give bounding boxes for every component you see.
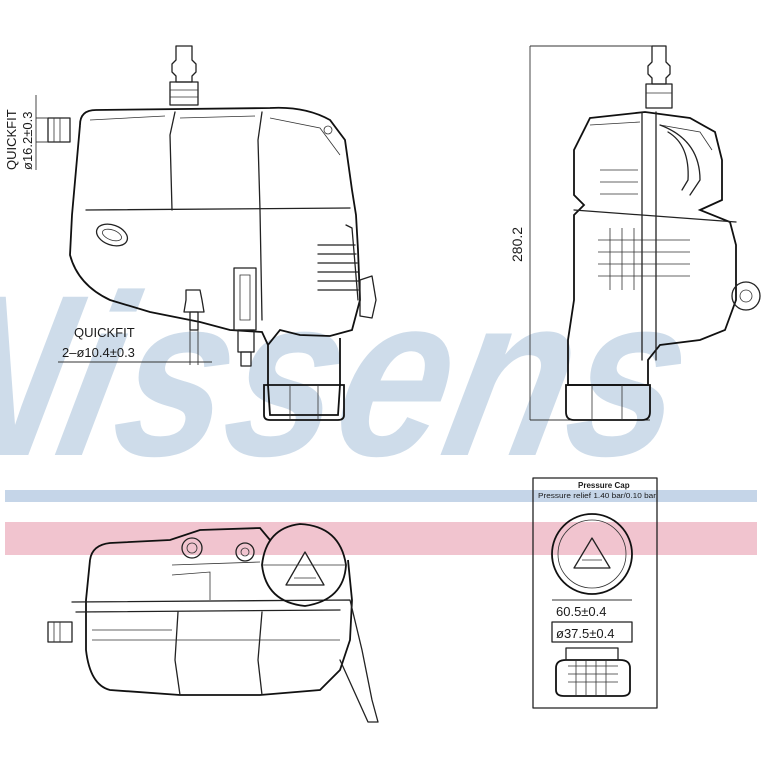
quickfit-top-value: ø16.2±0.3 <box>20 112 35 170</box>
quickfit-side-annotation: QUICKFIT 2–ø10.4±0.3 <box>58 325 212 365</box>
pressure-cap-detail: Pressure Cap Pressure relief 1.40 bar/0.… <box>532 477 658 709</box>
quickfit-side-title: QUICKFIT <box>74 325 135 340</box>
tank-front-view <box>47 45 377 421</box>
cap-detail-frame <box>532 477 658 709</box>
cap-outer-dimension: 60.5±0.4 <box>556 604 607 619</box>
cap-subtitle: Pressure relief 1.40 bar/0.10 bar <box>538 493 657 500</box>
tank-side-view: 280.2 <box>509 45 761 421</box>
cap-title: Pressure Cap <box>578 481 630 490</box>
quickfit-side-value: 2–ø10.4±0.3 <box>62 345 135 360</box>
red-band <box>5 522 757 555</box>
cap-inner-dimension: ø37.5±0.4 <box>556 626 614 641</box>
height-dimension: 280.2 <box>509 227 525 262</box>
quickfit-top-annotation: QUICKFIT ø16.2±0.3 <box>4 95 48 170</box>
blue-band <box>5 490 757 502</box>
tank-top-view <box>47 523 379 723</box>
quickfit-top-title: QUICKFIT <box>4 109 19 170</box>
